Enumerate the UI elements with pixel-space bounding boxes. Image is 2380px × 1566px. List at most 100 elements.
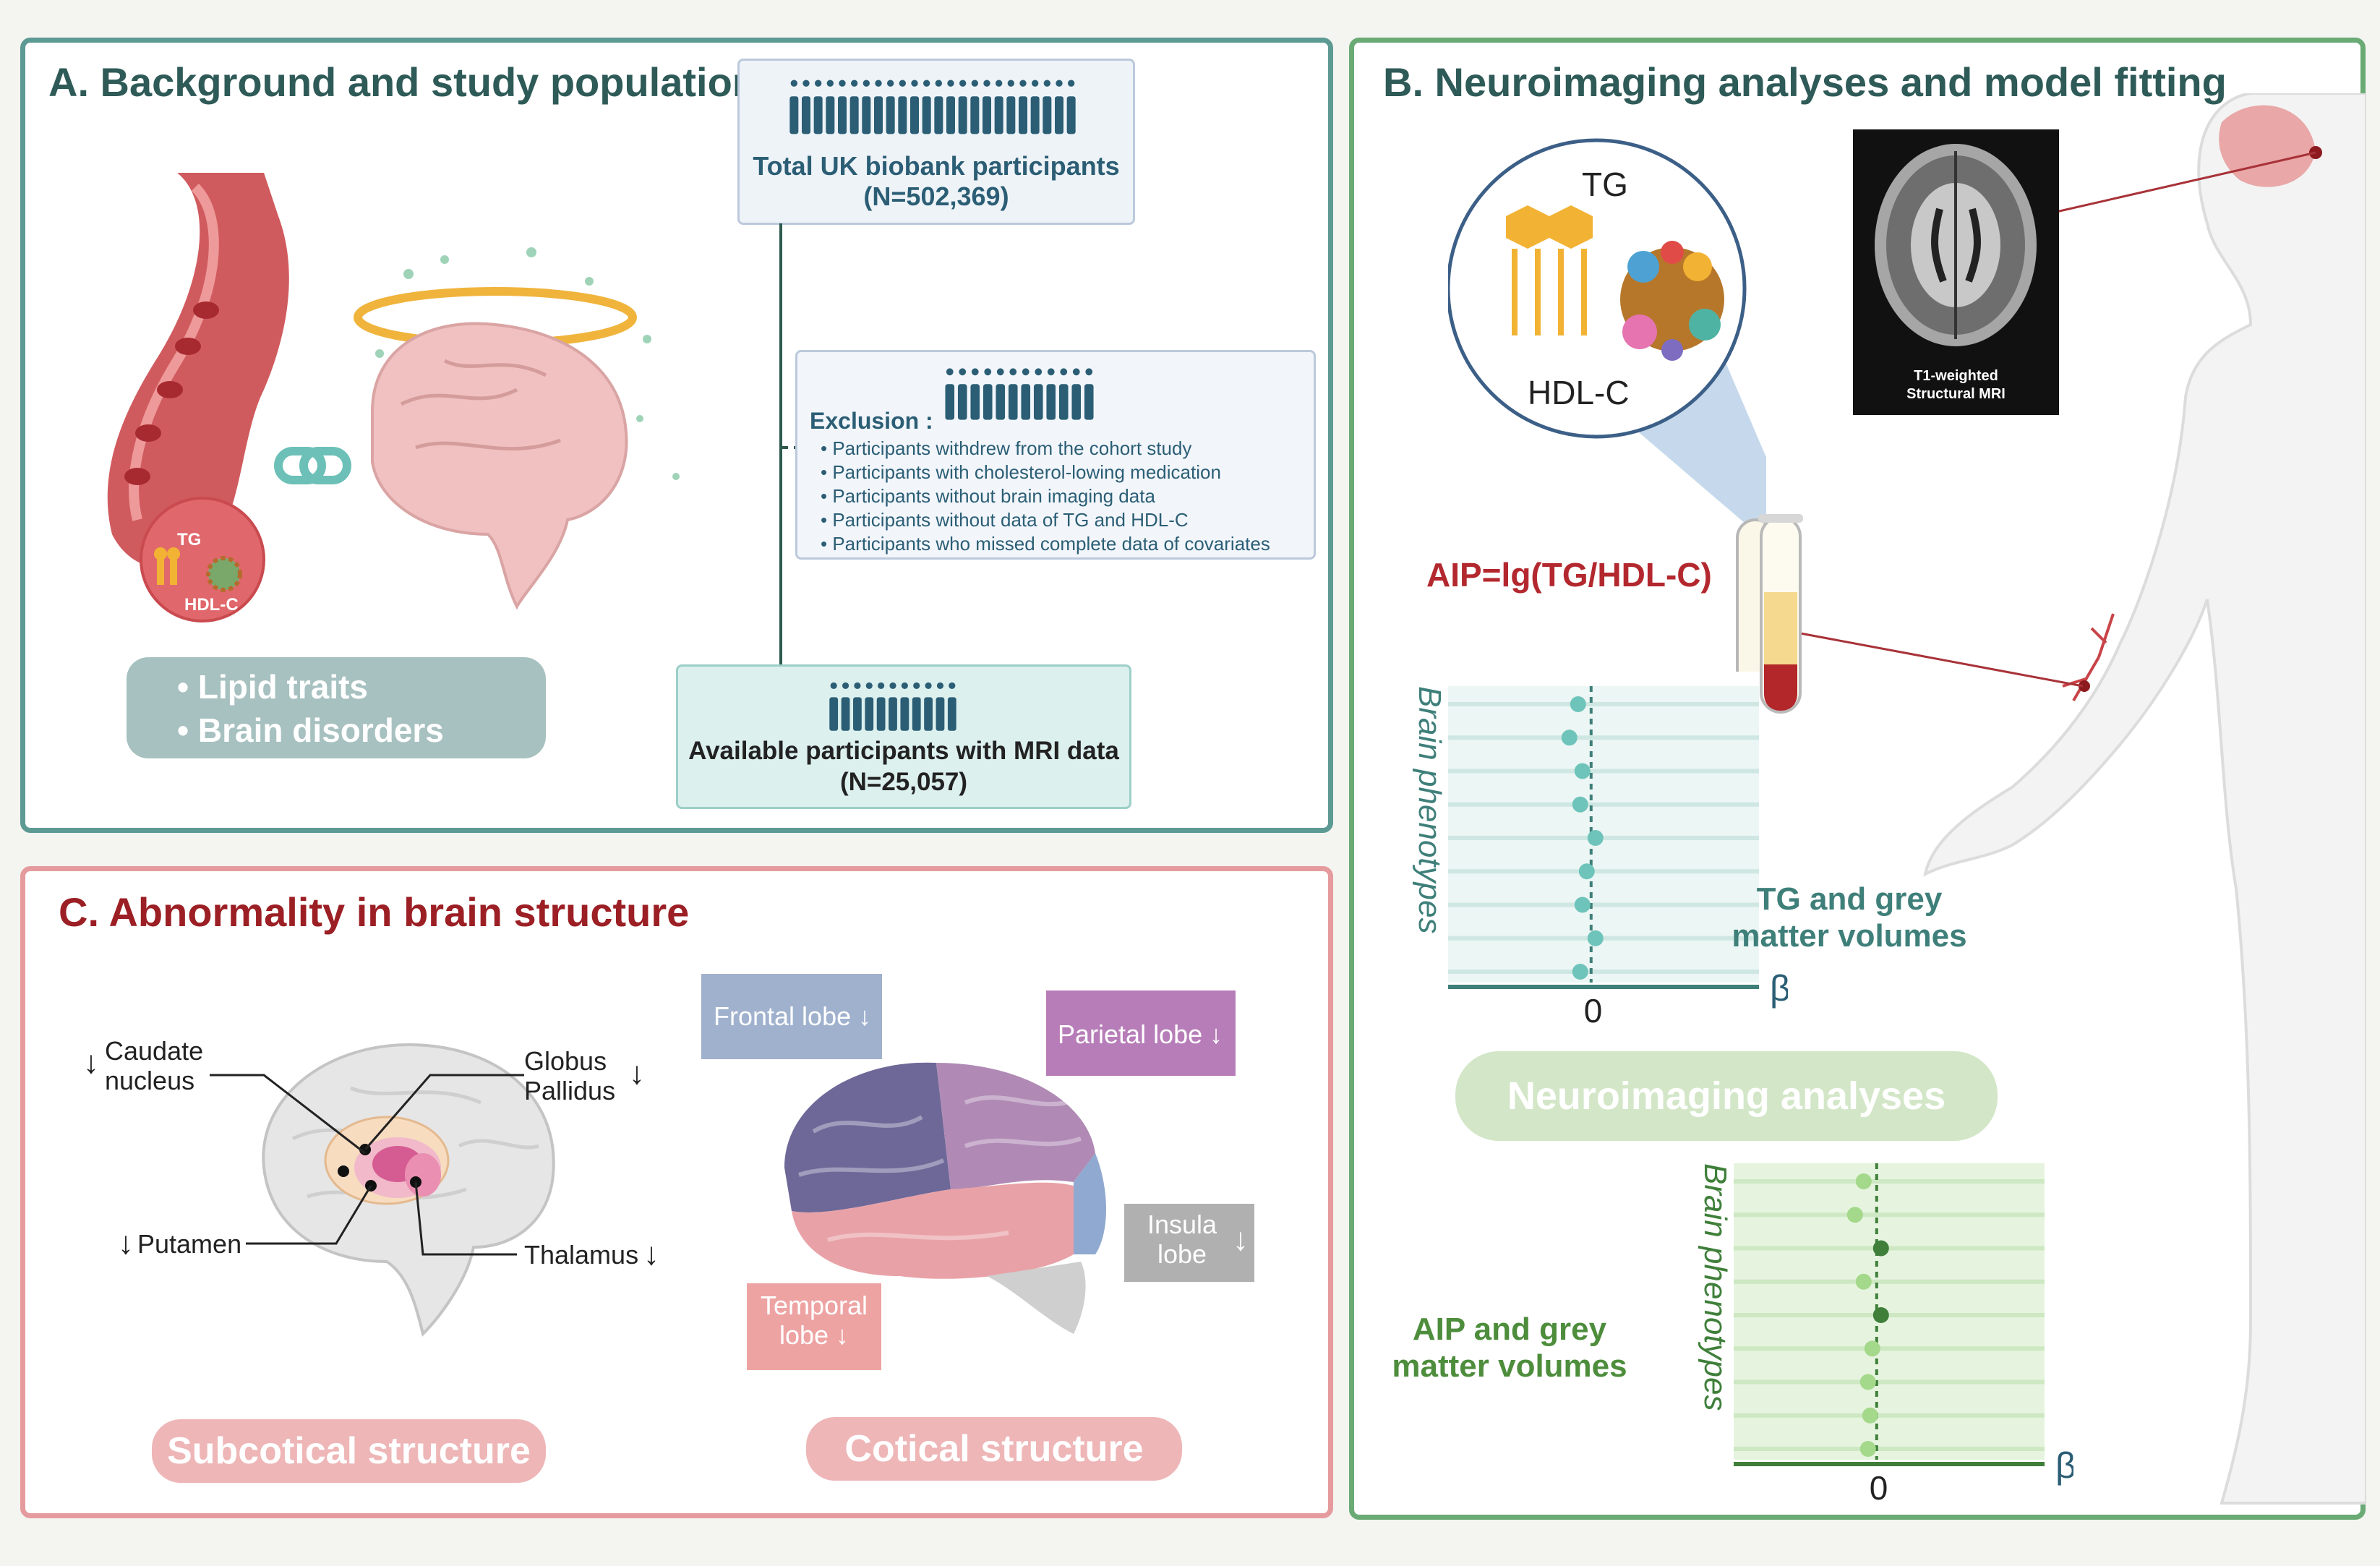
- insula-region: [1074, 1153, 1106, 1254]
- estimate-point: [1587, 830, 1604, 846]
- person-icon: [802, 80, 810, 134]
- person-icon: [1071, 368, 1082, 420]
- trait-lipid: • Lipid traits: [177, 668, 369, 706]
- person-icon: [946, 80, 955, 134]
- panel-b: B. Neuroimaging analyses and model fitti…: [1349, 38, 2366, 1520]
- estimate-point: [1574, 897, 1591, 913]
- cortical-brain: [784, 1062, 1106, 1334]
- person-icon: [862, 80, 871, 134]
- person-icon: [886, 80, 895, 134]
- estimate-point: [1862, 1407, 1878, 1424]
- human-body-illustration: [1923, 93, 2366, 1505]
- aip-formula: AIP=lg(TG/HDL-C): [1426, 556, 1712, 594]
- globus-arrow: ↓: [629, 1056, 645, 1091]
- person-icon: [1021, 368, 1031, 420]
- person-icon: [1043, 80, 1052, 134]
- exclusion-item: • Participants without brain imaging dat…: [821, 485, 1155, 507]
- person-icon: [922, 80, 931, 134]
- person-icon: [912, 682, 921, 731]
- estimate-point: [1572, 964, 1588, 980]
- estimate-point: [1855, 1173, 1872, 1189]
- mri-brain-scan: [1875, 144, 2037, 346]
- panel-c: C. Abnormality in brain structure Caudat…: [20, 866, 1333, 1518]
- person-icon: [957, 368, 967, 420]
- person-icon: [970, 80, 980, 134]
- y-axis-label: Brain phenotypes: [1412, 686, 1447, 933]
- neuroimaging-analyses-button[interactable]: Neuroimaging analyses: [1455, 1051, 1998, 1141]
- person-icon: [853, 682, 862, 731]
- vessel-hdl-label: HDL-C: [184, 595, 239, 615]
- person-icon: [1030, 80, 1040, 134]
- person-icon: [874, 80, 883, 134]
- y-axis-label: Brain phenotypes: [1698, 1163, 1733, 1411]
- person-icon: [1006, 80, 1016, 134]
- panel-b-title: B. Neuroimaging analyses and model fitti…: [1383, 59, 2227, 105]
- red-blood-cell: [157, 381, 183, 398]
- people-icon-available: [829, 682, 956, 731]
- person-icon: [849, 80, 859, 134]
- exclusion-heading: Exclusion :: [810, 408, 933, 434]
- insula-lobe-label-box: [1124, 1204, 1254, 1282]
- estimate-point: [1570, 696, 1586, 712]
- estimate-point: [1578, 863, 1595, 880]
- blood-test-tube: [1736, 518, 1766, 672]
- person-icon: [1058, 368, 1069, 420]
- estimate-point: [1859, 1374, 1876, 1390]
- estimate-point: [1872, 1307, 1889, 1323]
- lipid-circle-hdl-label: HDL-C: [1528, 374, 1630, 411]
- blood-vessel: [107, 173, 289, 569]
- person-icon: [934, 80, 943, 134]
- parietal-lobe-label: Parietal lobe ↓: [1058, 1019, 1223, 1049]
- available-label: Available participants with MRI data: [688, 737, 1119, 765]
- exclusion-item: • Participants with cholesterol-lowing m…: [821, 461, 1221, 483]
- person-icon: [1046, 368, 1056, 420]
- panel-c-title: C. Abnormality in brain structure: [59, 889, 690, 935]
- exclusion-item: • Participants without data of TG and HD…: [821, 509, 1189, 531]
- connector-lines: [1773, 151, 2316, 688]
- person-icon: [838, 80, 847, 134]
- total-participants-box: [737, 59, 1135, 225]
- total-n: (N=502,369): [863, 181, 1009, 211]
- person-icon: [910, 80, 919, 134]
- zero-tick-label: 0: [1584, 992, 1603, 1026]
- person-icon: [994, 80, 1003, 134]
- person-icon: [958, 80, 967, 134]
- person-icon: [829, 682, 839, 731]
- putamen-arrow: ↓: [118, 1225, 134, 1261]
- panel-a: A. Background and study population TG HD…: [20, 38, 1333, 833]
- hdl-particle-icon: [206, 556, 242, 592]
- person-icon: [826, 80, 835, 134]
- cortical-structure-button[interactable]: Cotical structure: [806, 1417, 1182, 1481]
- person-icon: [789, 80, 799, 134]
- zero-tick-label: 0: [1870, 1469, 1888, 1503]
- person-icon: [996, 368, 1006, 420]
- test-tube-icon: [1758, 514, 1803, 714]
- exclusion-box: [795, 350, 1316, 560]
- thalamus-label: Thalamus: [524, 1240, 639, 1270]
- person-icon: [970, 368, 980, 420]
- estimate-point: [1561, 729, 1578, 746]
- estimate-point: [1855, 1273, 1872, 1290]
- frontal-lobe-region: [784, 1062, 951, 1213]
- exclusion-item: • Participants withdrew from the cohort …: [821, 437, 1192, 459]
- person-icon: [936, 682, 945, 731]
- red-blood-cell: [193, 301, 219, 319]
- parietal-lobe-label-box: [1046, 990, 1236, 1076]
- person-icon: [1033, 368, 1043, 420]
- person-icon: [898, 80, 907, 134]
- beta-label: β: [2055, 1445, 2073, 1486]
- person-icon: [983, 368, 993, 420]
- subcortical-structure-button[interactable]: Subcotical structure: [152, 1419, 546, 1483]
- person-icon: [983, 80, 991, 134]
- available-participants-box: [676, 664, 1131, 809]
- person-icon: [889, 682, 897, 731]
- person-icon: [841, 682, 850, 731]
- arm-vessels: [2062, 613, 2115, 702]
- estimate-point: [1864, 1340, 1880, 1357]
- estimate-point: [1574, 763, 1591, 779]
- person-icon: [813, 80, 823, 134]
- person-icon: [1066, 80, 1076, 134]
